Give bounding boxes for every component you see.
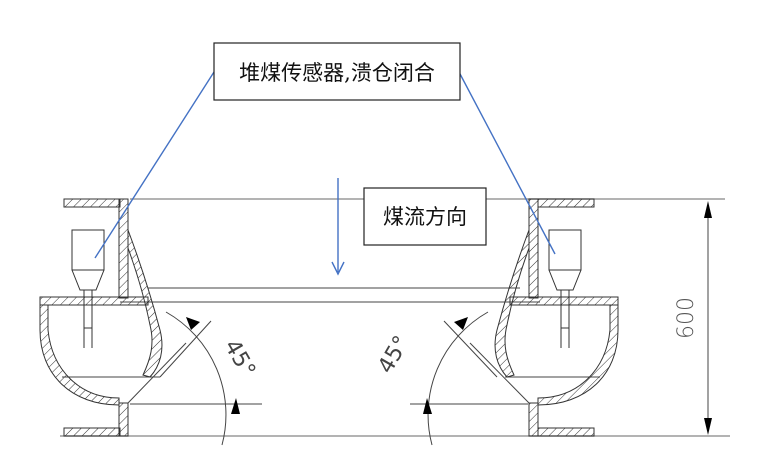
right-sensor-cone [548, 269, 582, 291]
left-middle-plate [39, 296, 149, 306]
left-sensor-cone [71, 269, 105, 291]
flow-arrow-head [331, 261, 345, 276]
left-sensor-body [71, 229, 105, 271]
left-bottom-flange [63, 427, 121, 437]
flow-direction: 煤流方向 [331, 178, 487, 276]
left-angle-arrow-bottom [231, 398, 240, 414]
left-angle-arc [165, 311, 227, 446]
left-lower-wall [118, 402, 129, 437]
right-middle-plate [509, 296, 619, 306]
right-bowl-shell [537, 304, 619, 406]
right-angle-arrow-bottom [423, 398, 432, 414]
flow-label-box [363, 187, 487, 246]
left-angle-arrow-top [186, 317, 200, 330]
sensor-label-box [213, 42, 461, 101]
sensor-callout: 堆煤传感器,溃仓闭合 [94, 42, 556, 259]
height-dimension: 600 [674, 201, 712, 435]
left-leader-line [94, 71, 215, 259]
right-angle-arc [427, 311, 489, 446]
right-angle-arrow-top [454, 317, 468, 330]
dimension-arrow-bottom [704, 418, 712, 435]
right-gate-flap [494, 229, 530, 378]
left-coal-sensor [71, 229, 105, 348]
left-assembly: 45° [39, 198, 260, 446]
left-chute-line [127, 342, 187, 404]
dimension-arrow-top [704, 201, 712, 218]
right-angle-label: 45° [374, 332, 415, 378]
left-top-flange [63, 198, 121, 208]
left-angle-extension [159, 320, 212, 378]
left-angle-label: 45° [219, 336, 260, 382]
sensor-label-text: 堆煤传感器,溃仓闭合 [239, 61, 435, 85]
flow-label-text: 煤流方向 [383, 205, 467, 229]
left-bowl-shell [39, 304, 120, 406]
right-sensor-body [548, 229, 582, 271]
right-angle-extension [443, 320, 498, 378]
right-chute-line [469, 342, 530, 404]
left-gate-flap [127, 229, 163, 378]
right-coal-sensor [548, 229, 582, 348]
right-leader-line [458, 71, 556, 255]
right-top-flange [537, 198, 595, 208]
dimension-label: 600 [674, 297, 699, 339]
right-lower-wall [528, 402, 539, 437]
right-bottom-flange [537, 427, 595, 437]
